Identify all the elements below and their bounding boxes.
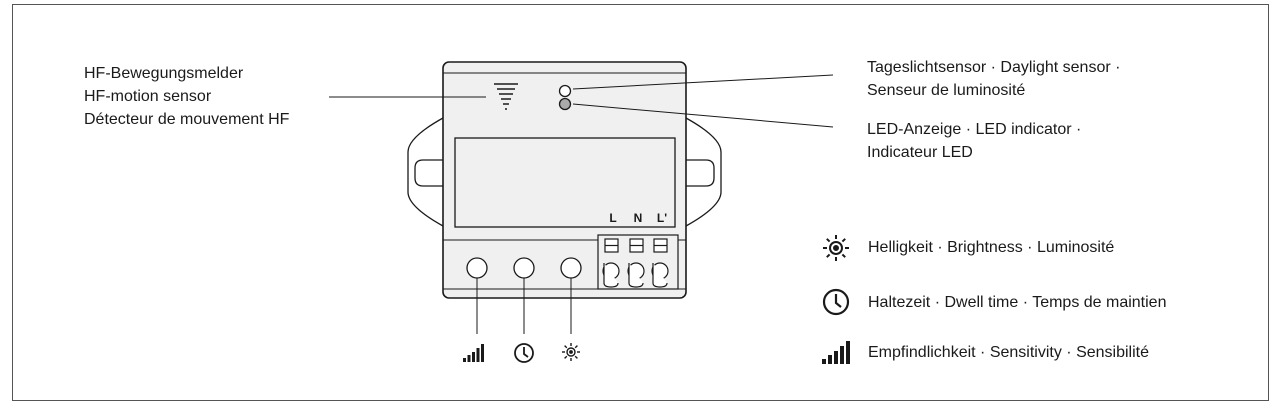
right-mounting-ear — [685, 117, 722, 227]
daylight-sensor-label-line1: Tageslichtsensor · Daylight sensor · — [867, 59, 1121, 76]
daylight-sensor — [558, 84, 572, 98]
led-indicator-label-line1: LED-Anzeige · LED indicator · — [867, 121, 1082, 138]
diagram-frame — [12, 4, 1269, 401]
led-indicator-label-line2: Indicateur LED — [867, 144, 973, 161]
legend-brightness-icon — [823, 235, 849, 261]
legend-sensitivity-icon — [822, 341, 850, 364]
motion-sensor-label-fr: Détecteur de mouvement HF — [84, 111, 290, 128]
left-mounting-ear — [407, 117, 444, 227]
terminal-label-l: L — [609, 211, 616, 225]
display-window — [454, 137, 676, 228]
daylight-sensor-leader — [572, 74, 834, 90]
right-ear-slot — [686, 159, 715, 187]
left-ear-slot — [414, 159, 443, 187]
terminal-block — [597, 234, 679, 290]
sensitivity-icon — [463, 344, 484, 362]
legend-dwell-time-text: Haltezeit · Dwell time · Temps de mainti… — [868, 294, 1167, 311]
hf-sensor-symbol — [494, 83, 518, 110]
clock-icon — [514, 343, 534, 363]
motion-sensor-label-de: HF-Bewegungsmelder — [84, 65, 244, 82]
dwell-time-knob — [513, 257, 535, 279]
brightness-icon — [562, 343, 580, 361]
legend-brightness-text: Helligkeit · Brightness · Luminosité — [868, 239, 1115, 256]
led-indicator — [558, 97, 572, 111]
motion-sensor-label-en: HF-motion sensor — [84, 88, 212, 105]
legend-sensitivity-text: Empfindlichkeit · Sensitivity · Sensibil… — [868, 344, 1149, 361]
terminal-label-l-prime: L' — [657, 211, 667, 225]
brightness-knob — [560, 257, 582, 279]
led-indicator-leader — [572, 103, 834, 128]
terminal-label-n: N — [634, 211, 643, 225]
legend-clock-icon — [822, 288, 850, 316]
daylight-sensor-label-line2: Senseur de luminosité — [867, 82, 1026, 99]
sensitivity-knob — [466, 257, 488, 279]
